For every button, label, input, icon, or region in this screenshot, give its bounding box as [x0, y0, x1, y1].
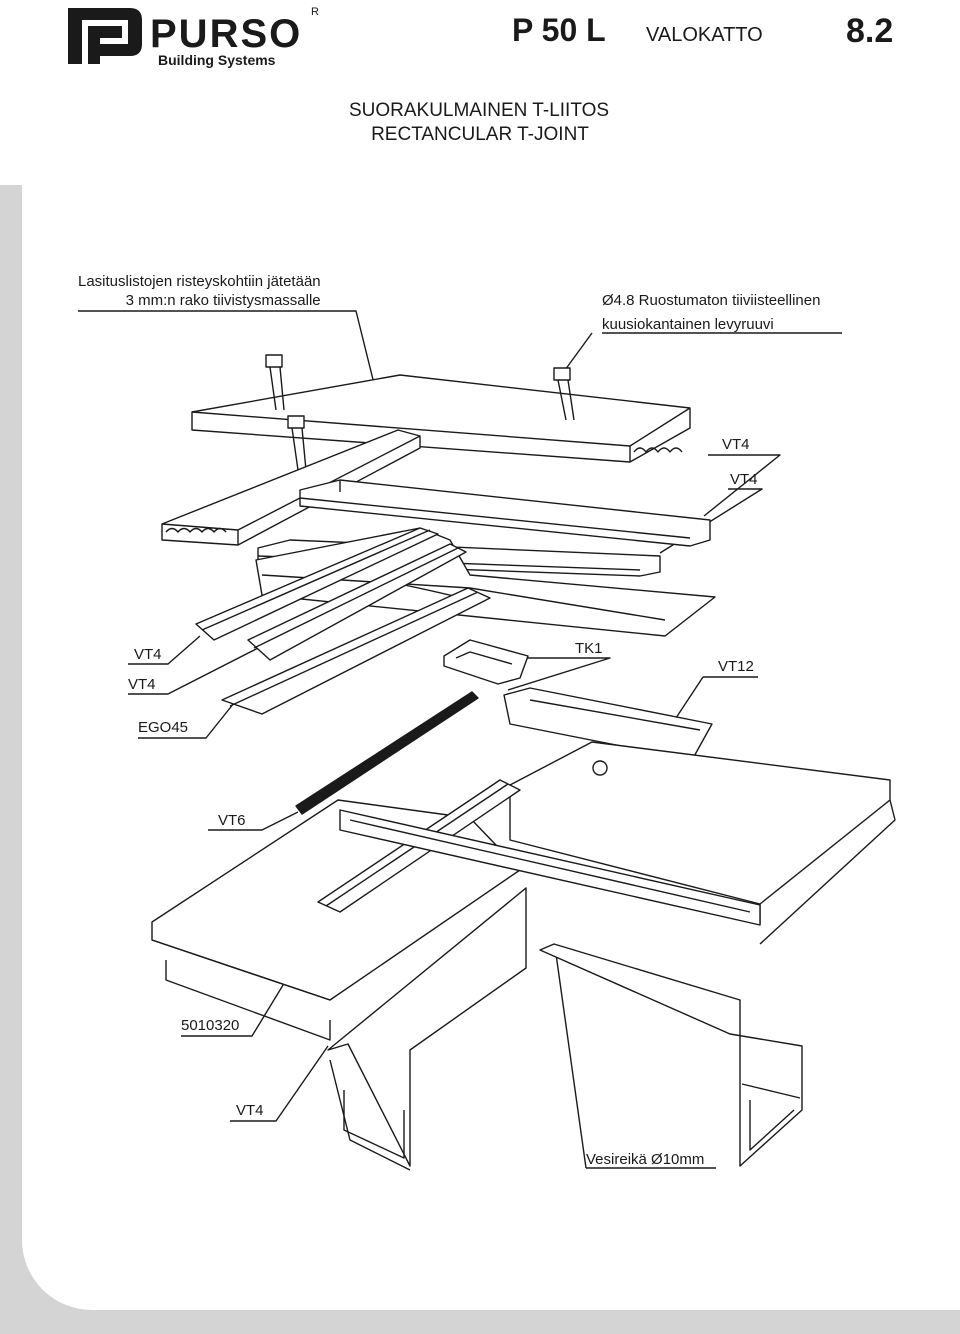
screw-icon: [553, 367, 575, 421]
label-vt12: VT12: [718, 658, 754, 675]
cross-bar-vt12: [503, 687, 713, 761]
note-screw-line2: kuusiokantainen levyruuvi: [602, 316, 774, 333]
gasket-ego45: [221, 587, 491, 715]
note-screw: Ø4.8 Ruostumaton tiiviisteellinen kuusio…: [602, 289, 820, 337]
rafter-transverse: [339, 809, 761, 926]
seal-strip-vt6: [295, 691, 479, 815]
seal-profile-vt4: [299, 479, 711, 547]
drawing-title-en: RECTANCULAR T-JOINT: [371, 124, 589, 145]
product-type: VALOKATTO: [646, 24, 763, 46]
page-number: 8.2: [846, 12, 894, 50]
label-vt4-c: VT4: [134, 646, 162, 663]
registered-mark: R: [311, 6, 319, 18]
cover-strip-left: [161, 429, 421, 546]
note-screw-line1: Ø4.8 Ruostumaton tiiviisteellinen: [602, 292, 821, 309]
label-vt4-e: VT4: [236, 1102, 264, 1119]
drawing-title-fi: SUORAKULMAINEN T-LIITOS: [348, 100, 610, 121]
seal-profile-vt4-left-2: [247, 543, 467, 661]
product-code: P 50 L: [512, 12, 606, 48]
brand-name: PURSO: [150, 12, 303, 56]
label-tk1: TK1: [575, 640, 603, 657]
note-sealant-line1: Lasituslistojen risteyskohtiin jätetään: [78, 273, 321, 290]
leader-lines: [78, 310, 842, 1169]
note-sealant-gap: Lasituslistojen risteyskohtiin jätetään …: [78, 272, 321, 310]
seal-profile-vt4-left: [195, 527, 439, 641]
screw-icon: [265, 354, 285, 411]
box-profile-right: [539, 943, 803, 1167]
label-vt4-d: VT4: [128, 676, 156, 693]
end-cap-tk1: [443, 639, 529, 685]
glass-pane-right: [509, 741, 896, 945]
label-5010320: 5010320: [181, 1017, 240, 1034]
label-drain-hole: Vesireikä Ø10mm: [586, 1151, 705, 1168]
label-ego45: EGO45: [138, 719, 189, 736]
purso-logo-icon: [68, 8, 142, 64]
label-vt6: VT6: [218, 812, 246, 829]
cover-strip-right: [191, 374, 691, 463]
brand-subtitle: Building Systems: [158, 52, 276, 68]
note-sealant-line2: 3 mm:n rako tiivistysmassalle: [125, 292, 321, 309]
label-vt4-b: VT4: [730, 471, 758, 488]
box-profile-front: [327, 887, 527, 1171]
label-vt4-a: VT4: [722, 436, 750, 453]
screw-icon: [287, 415, 307, 471]
